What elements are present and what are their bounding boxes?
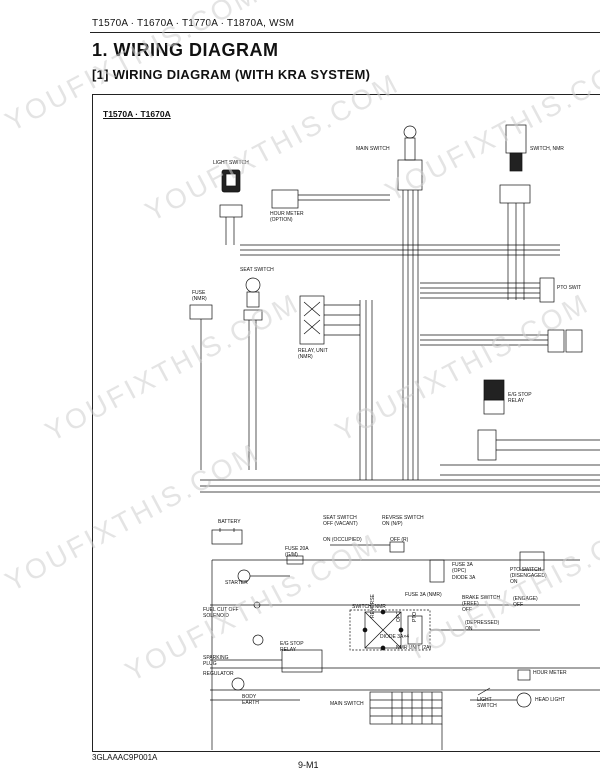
label-light-switch: LIGHT SWITCH bbox=[213, 160, 249, 166]
label-fuel-cut-off: FUEL CUT OFF SOLENOID bbox=[203, 607, 239, 619]
label-switch-nmr-bottom: SWITCH, NMR bbox=[352, 604, 386, 610]
label-pto-switch-bottom: PTO SWITCH (DISENGAGED) ON bbox=[510, 567, 547, 585]
label-depressed: (DEPRESSED) ON bbox=[465, 620, 500, 632]
label-on-occupied: ON (OCCUPIED) bbox=[323, 537, 362, 543]
label-regulator: REGULATOR bbox=[203, 671, 234, 677]
label-fuse-3a-nmr: FUSE 3A (NMR) bbox=[405, 592, 442, 598]
label-light-switch-bottom: LIGHT SWITCH bbox=[477, 697, 497, 709]
diagram-frame bbox=[92, 94, 600, 752]
label-pto: PTO bbox=[412, 611, 418, 622]
label-diode-3a: DIODE 3A bbox=[452, 575, 476, 581]
label-nmr-unit: NMR UNIT (2A) bbox=[396, 645, 432, 651]
label-hour-meter: HOUR METER bbox=[533, 670, 567, 676]
header-models: T1570A · T1670A · T1770A · T1870A, WSM bbox=[92, 18, 295, 29]
label-sparking-plug: SPARKING PLUG bbox=[203, 655, 229, 667]
label-seat-switch: SEAT SWITCH bbox=[240, 267, 274, 273]
label-eg-stop-relay: E/G STOP RELAY bbox=[508, 392, 532, 404]
label-hour-meter-option: HOUR METER (OPTION) bbox=[270, 211, 304, 223]
label-brake-switch: BRAKE SWITCH (FREE) OFF bbox=[462, 595, 501, 613]
label-main-switch-bottom: MAIN SWITCH bbox=[330, 701, 364, 707]
label-seat-switch-off: SEAT SWITCH OFF (VACANT) bbox=[323, 515, 358, 527]
drawing-code: 3GLAAAC9P001A bbox=[92, 753, 158, 762]
label-relay-unit: RELAY, UNIT (NMR) bbox=[298, 348, 328, 360]
label-pto-switch-top: PTO SWIT bbox=[557, 285, 582, 291]
label-engage: (ENGAGE) OFF bbox=[513, 596, 538, 608]
label-battery: BATTERY bbox=[218, 519, 241, 525]
section-title: 1. WIRING DIAGRAM bbox=[92, 40, 279, 60]
header-rule bbox=[90, 32, 600, 33]
diagram-model-label: T1570A · T1670A bbox=[103, 109, 171, 119]
label-head-light: HEAD LIGHT bbox=[535, 697, 566, 703]
label-body-earth: BODY EARTH bbox=[242, 694, 259, 706]
label-main-switch-top: MAIN SWITCH bbox=[356, 146, 390, 152]
label-fuse-20a: FUSE 20A (G/M) bbox=[285, 546, 309, 558]
label-reverse-switch: REVRSE SWITCH ON (N/P) bbox=[382, 515, 424, 527]
label-fuse-nmr: FUSE (NMR) bbox=[192, 290, 207, 302]
label-diode-3ax4: DIODE 3A×4 bbox=[380, 634, 410, 640]
section-subtitle: [1] WIRING DIAGRAM (WITH KRA SYSTEM) bbox=[92, 67, 371, 82]
page-number: 9-M1 bbox=[298, 760, 319, 770]
label-starter: STARTER bbox=[225, 580, 248, 586]
label-eg-stop-relay-bottom: E/G STOP RELAY bbox=[280, 641, 304, 653]
label-switch-nmr: SWITCH, NMR bbox=[530, 146, 564, 152]
label-fuse-3a-opc: FUSE 3A (OPC) bbox=[452, 562, 473, 574]
label-opc: OPC bbox=[396, 611, 402, 622]
label-reverse: REVERSE bbox=[370, 594, 376, 618]
label-off-r: OFF (R) bbox=[390, 537, 409, 543]
